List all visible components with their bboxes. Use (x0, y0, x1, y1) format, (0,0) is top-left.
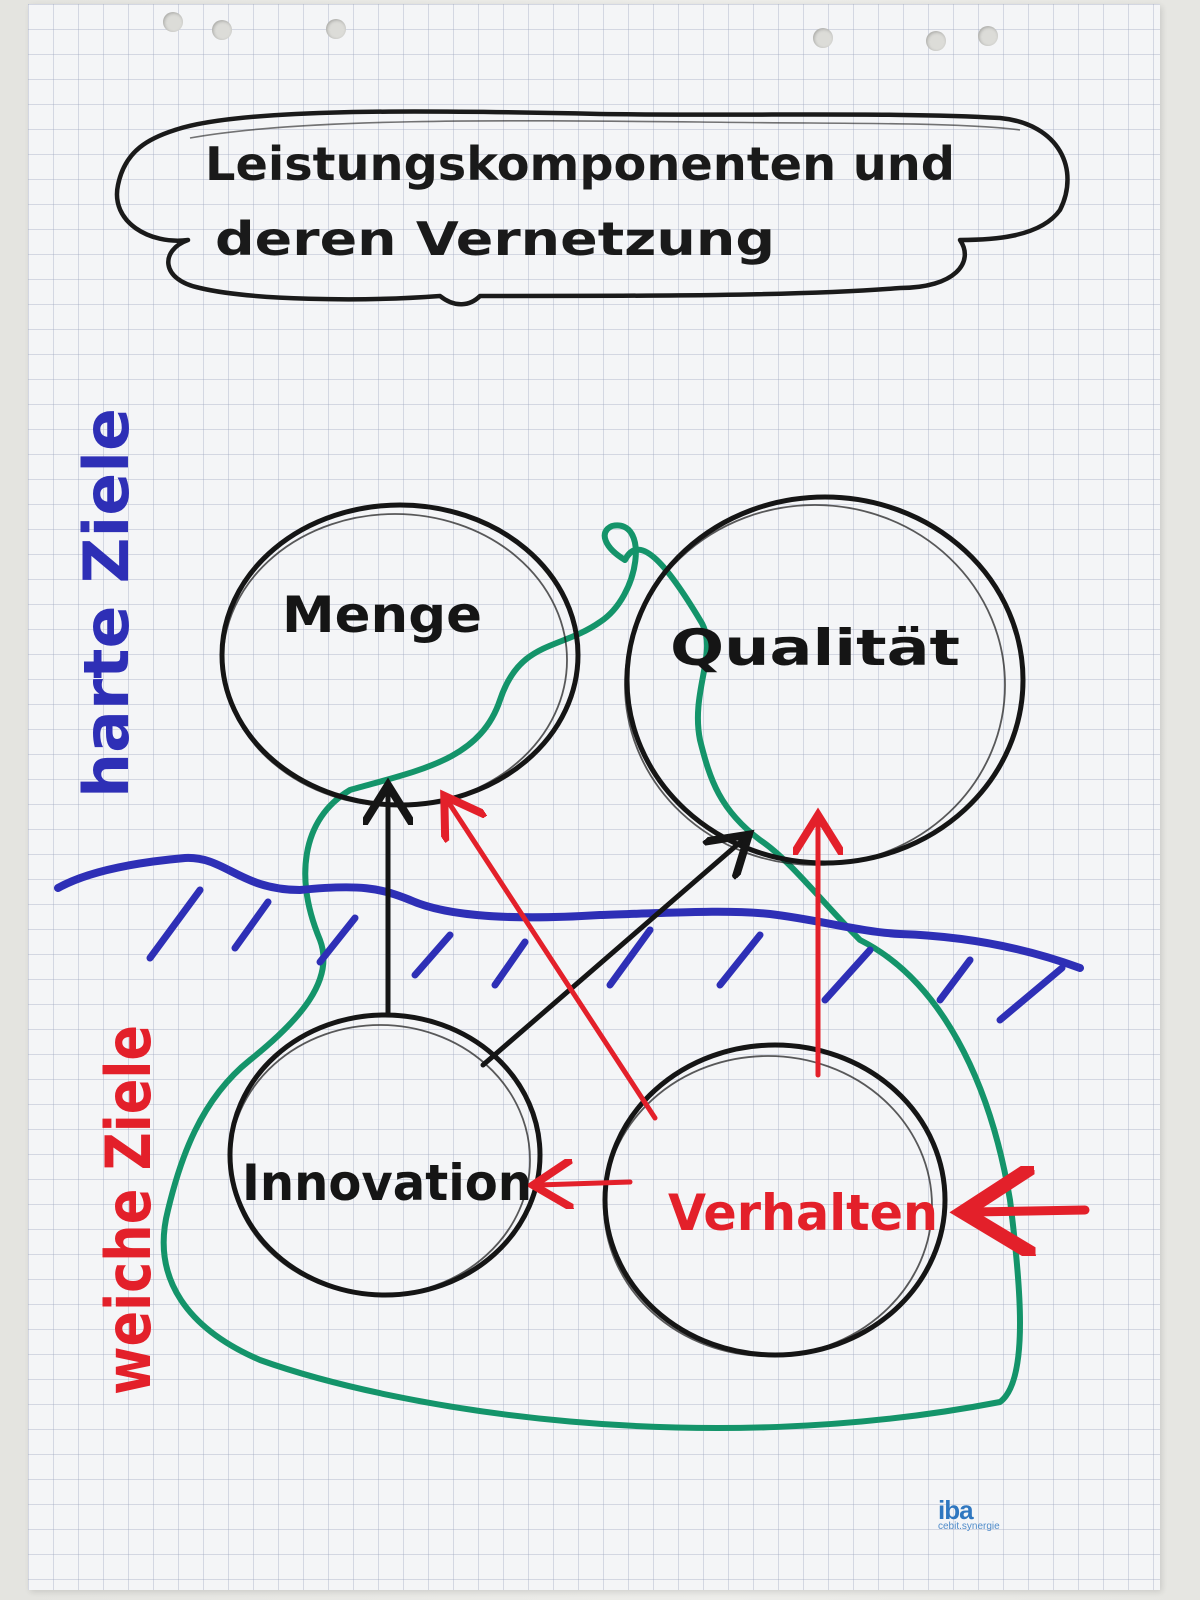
blue-divider-line (54, 853, 1084, 972)
title-cloud (114, 109, 1070, 307)
punch-hole (978, 26, 998, 46)
arrow-verhalten-to-innovation (538, 1182, 633, 1185)
arrow-innovation-to-qualitaet (480, 838, 745, 1068)
flipchart-sheet (28, 4, 1160, 1590)
arrow-external-to-verhalten (972, 1210, 1090, 1212)
punch-hole (813, 28, 833, 48)
punch-hole (926, 31, 946, 51)
label-verhalten: Verhalten (668, 1184, 938, 1242)
green-enclosure-line (160, 522, 1023, 1432)
title-line-1: Leistungskomponenten und (205, 137, 955, 191)
label-menge: Menge (282, 586, 482, 644)
arrow-verhalten-to-menge (447, 800, 658, 1121)
blue-hatch-marks (146, 886, 1066, 1024)
logo-sub-text: cebit.synergie (938, 1521, 1000, 1532)
circle-verhalten (602, 1042, 948, 1358)
punch-hole (326, 19, 346, 39)
circle-qualitaet (624, 494, 1026, 866)
label-innovation: Innovation (242, 1154, 532, 1212)
punch-hole (163, 12, 183, 32)
hard-goals-label: harte Ziele (70, 408, 143, 798)
label-qualitaet: Qualität (670, 619, 960, 677)
iba-logo: iba cebit.synergie (938, 1495, 1000, 1532)
logo-main-text: iba (938, 1495, 974, 1525)
title-line-2: deren Vernetzung (215, 212, 775, 266)
soft-goals-label: weiche Ziele (92, 1025, 165, 1395)
punch-hole (212, 20, 232, 40)
circle-menge (219, 502, 581, 808)
